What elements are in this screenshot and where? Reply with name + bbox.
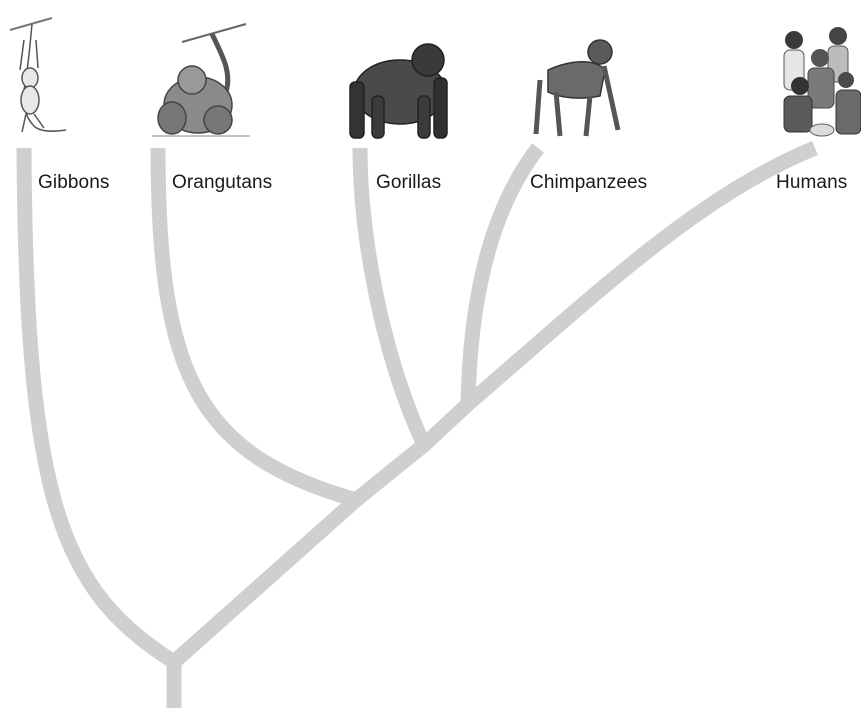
orangutan-illustration [152,24,250,136]
label-gorillas: Gorillas [376,172,441,194]
label-humans: Humans [776,172,847,194]
label-gibbons: Gibbons [38,172,109,194]
branch-gibbons [24,148,174,662]
humans-group-photo [784,27,861,136]
label-chimpanzees: Chimpanzees [530,172,647,194]
gibbon-illustration [10,18,66,132]
gorilla-illustration [350,44,447,138]
chimpanzee-illustration [536,40,618,136]
label-orangutans: Orangutans [172,172,272,194]
branch-orangutans [158,148,356,500]
